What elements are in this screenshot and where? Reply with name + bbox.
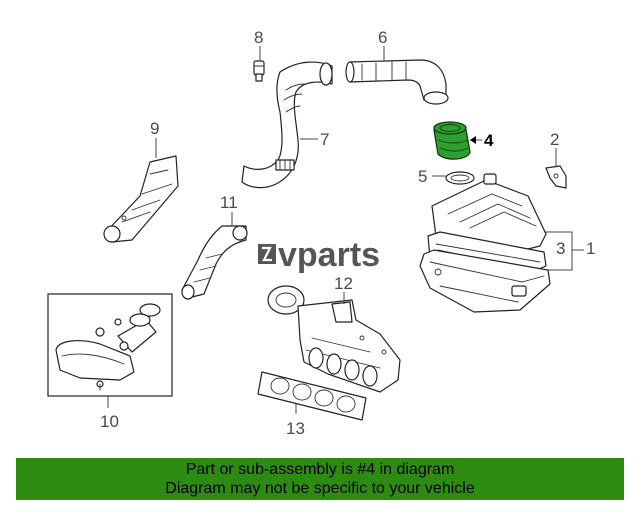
- leader-4-arrow: [470, 136, 476, 144]
- leader-3: [544, 231, 573, 271]
- part-11-hose[interactable]: [181, 225, 248, 300]
- part-7-intake-hose[interactable]: [241, 61, 333, 189]
- callout-13[interactable]: 13: [286, 419, 305, 438]
- vparts-logo: vparts: [258, 236, 380, 274]
- part-12-intake-manifold[interactable]: [267, 285, 401, 393]
- part-4-adapter-highlighted[interactable]: [433, 121, 471, 160]
- part-9-intake-duct[interactable]: [103, 155, 179, 243]
- banner-line-part: Part or sub-assembly is #4 in diagram: [185, 461, 455, 478]
- callout-12[interactable]: 12: [334, 274, 353, 293]
- logo-wordmark: vparts: [278, 236, 380, 274]
- callout-1[interactable]: 1: [586, 239, 595, 258]
- callout-5[interactable]: 5: [418, 167, 427, 186]
- part-2-bracket[interactable]: [545, 165, 567, 189]
- inset-frame: [47, 293, 173, 397]
- callout-8[interactable]: 8: [254, 28, 263, 47]
- part-8-sensor[interactable]: [253, 60, 265, 82]
- part-10-resonator-inset[interactable]: [47, 293, 173, 397]
- part-5-seal-ring[interactable]: [445, 171, 475, 185]
- callout-3[interactable]: 3: [556, 239, 565, 258]
- callout-7[interactable]: 7: [320, 130, 329, 149]
- callout-10[interactable]: 10: [100, 412, 119, 431]
- part-13-gasket[interactable]: [257, 371, 367, 421]
- part-1-air-cleaner[interactable]: [419, 173, 551, 313]
- banner-line-disclaimer: Diagram may not be specific to your vehi…: [165, 480, 475, 497]
- parts-diagram: 8 7 6 4 5: [47, 28, 595, 438]
- callout-4[interactable]: 4: [484, 131, 494, 150]
- part-6-air-duct[interactable]: [345, 59, 449, 105]
- callout-9[interactable]: 9: [150, 119, 159, 138]
- callout-6[interactable]: 6: [378, 28, 387, 47]
- callout-11[interactable]: 11: [220, 193, 238, 212]
- callout-2[interactable]: 2: [550, 130, 559, 149]
- info-banner: Part or sub-assembly is #4 in diagram Di…: [16, 458, 624, 500]
